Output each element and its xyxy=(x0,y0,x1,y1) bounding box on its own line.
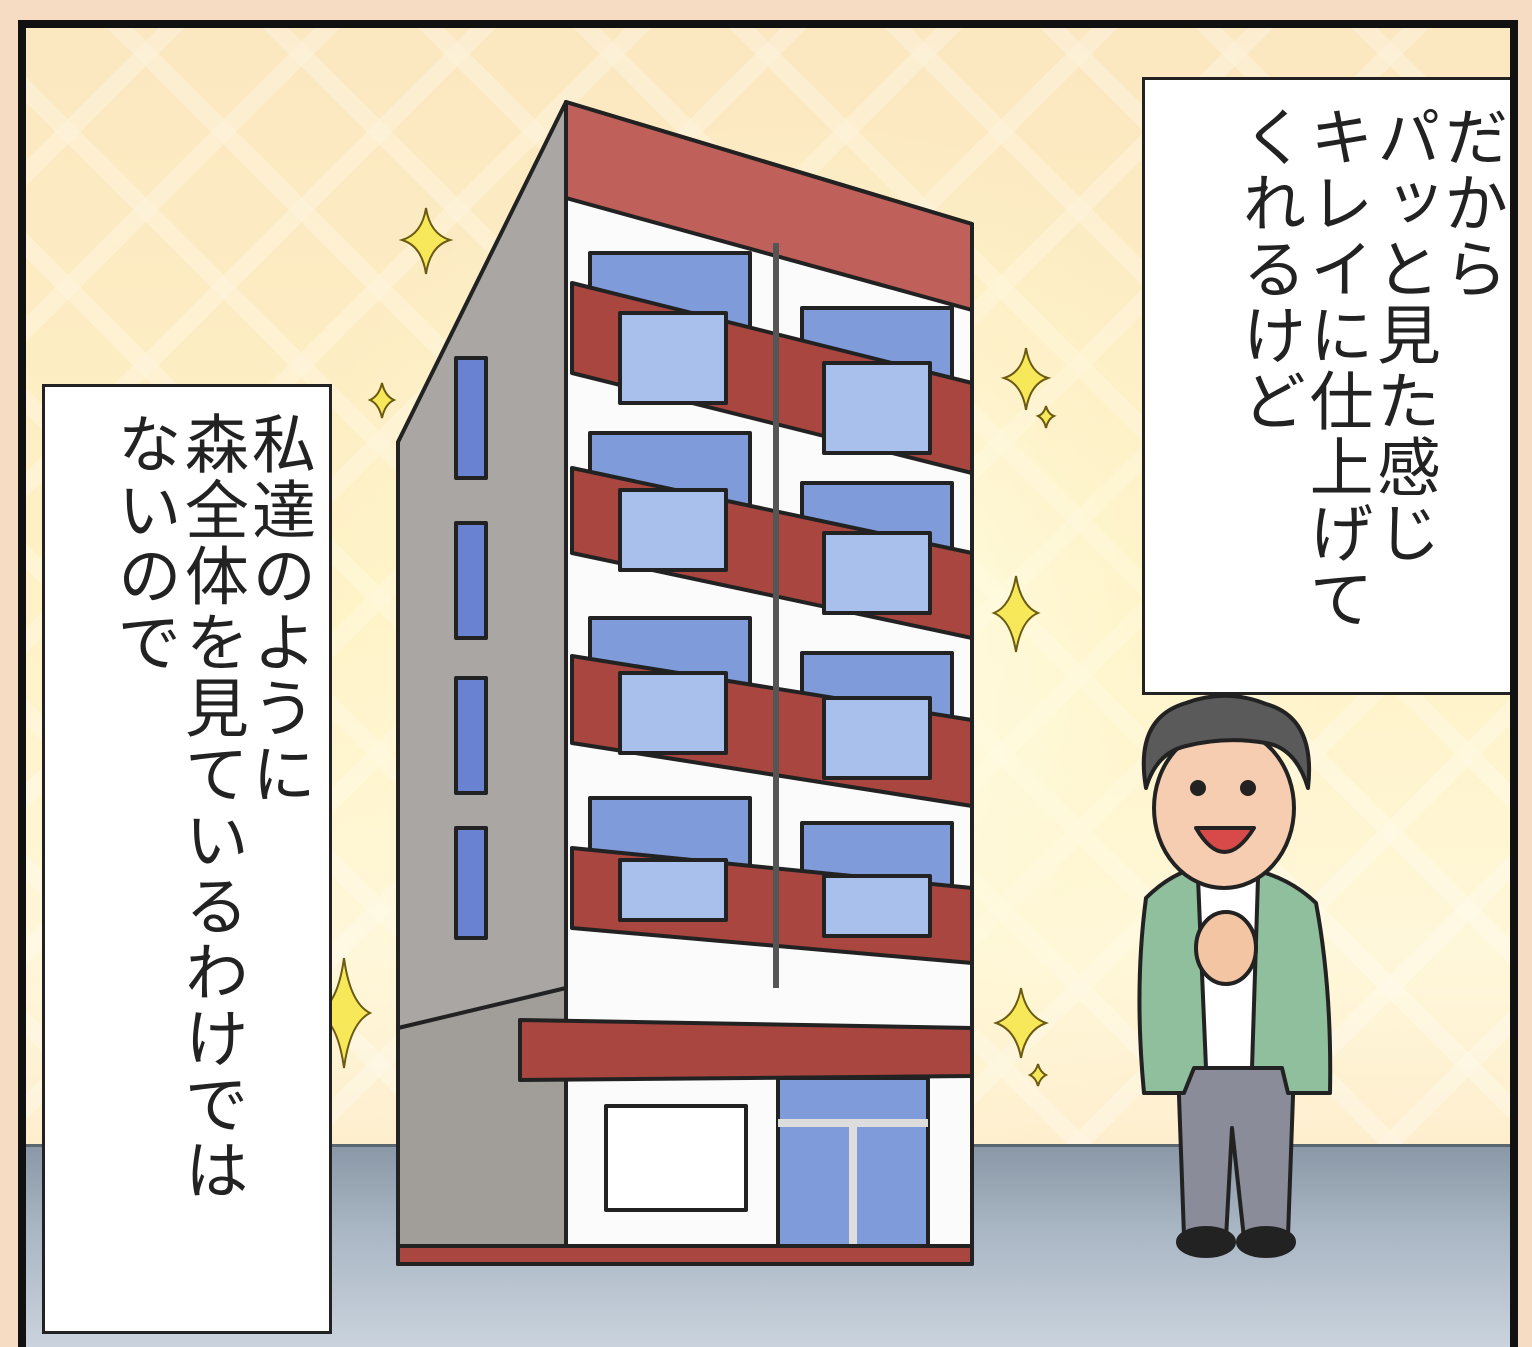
window-lower xyxy=(618,488,728,572)
side-window xyxy=(454,676,488,795)
apartment-building xyxy=(396,100,974,1266)
caption-line: キレイに仕上げて xyxy=(1298,104,1373,632)
caption-box-left: 私達のように 森全体を見ているわけでは ないので xyxy=(42,384,332,1334)
man-hair xyxy=(1141,693,1311,790)
man-eye xyxy=(1190,780,1206,796)
man-mouth xyxy=(1194,826,1256,854)
window-lower xyxy=(822,696,932,780)
window-lower xyxy=(822,874,932,938)
caption-line: 私達のように xyxy=(241,411,315,807)
sparkle-icon xyxy=(1027,1063,1049,1087)
caption-line: だから xyxy=(1433,104,1507,302)
side-window xyxy=(454,826,488,940)
smiling-man xyxy=(1137,693,1333,1258)
window-lower xyxy=(822,531,932,615)
caption-box-right: だから パッと見た感じ キレイに仕上げて くれるけど xyxy=(1142,77,1510,695)
window-lower xyxy=(822,361,932,455)
caption-line: くれるけど xyxy=(1231,104,1306,434)
sparkle-icon xyxy=(367,382,397,419)
side-window xyxy=(454,521,488,640)
sparkles xyxy=(315,207,1057,1087)
caption-line: 森全体を見ているわけでは xyxy=(173,411,248,1203)
window-lower xyxy=(618,671,728,755)
caption-line: ないので xyxy=(106,411,181,675)
sparkle-icon xyxy=(1035,405,1057,429)
sparkle-icon xyxy=(1000,347,1052,411)
shop-band xyxy=(518,1018,974,1082)
window-lower xyxy=(618,311,728,405)
window-lower xyxy=(618,858,728,922)
building-base xyxy=(396,1244,974,1266)
roof-band xyxy=(564,100,974,312)
man-eye xyxy=(1240,780,1256,796)
shop-sign xyxy=(604,1104,748,1212)
man-legs xyxy=(1176,1066,1296,1240)
sparkle-icon xyxy=(398,207,454,275)
sparkle-icon xyxy=(991,575,1041,653)
man-shoe xyxy=(1176,1226,1236,1258)
man-hands xyxy=(1194,910,1258,986)
side-window xyxy=(454,356,488,480)
caption-line: パッと見た感じ xyxy=(1365,104,1440,566)
manga-panel: だから パッと見た感じ キレイに仕上げて くれるけど 私達のように 森全体を見て… xyxy=(18,20,1518,1347)
man-shoe xyxy=(1236,1226,1296,1258)
scene-illustration xyxy=(315,100,1333,1266)
sparkle-icon xyxy=(992,987,1050,1059)
